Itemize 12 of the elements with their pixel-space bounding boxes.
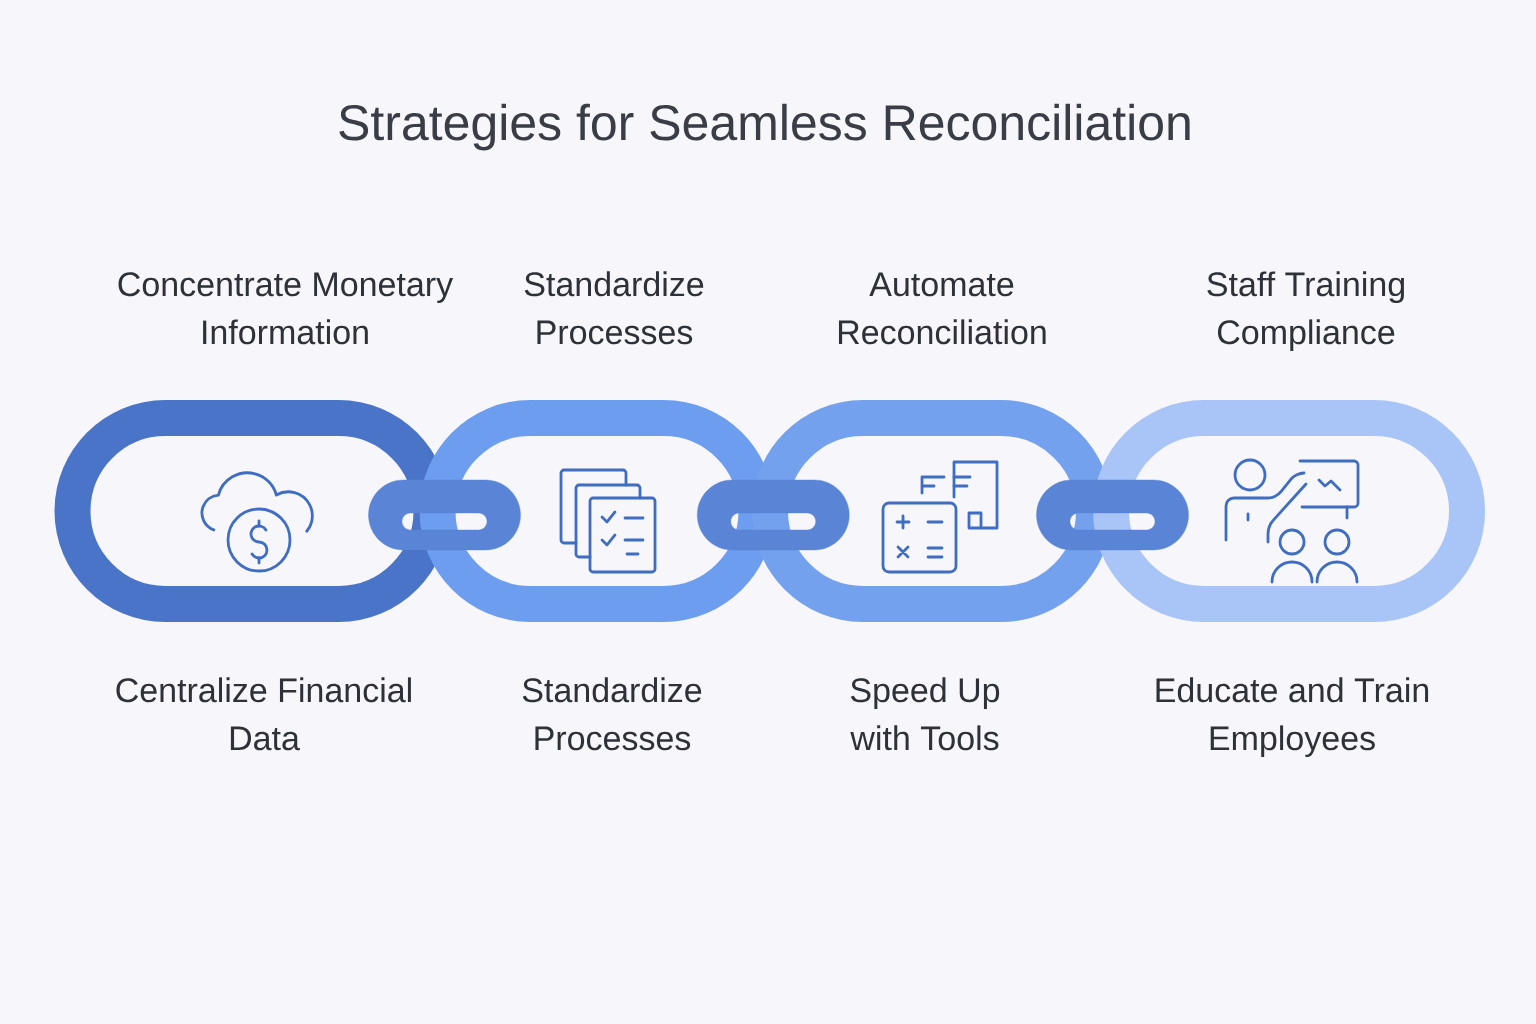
heading: Staff Training Compliance (1207, 271, 1404, 352)
heading: Standardize Processes (524, 271, 704, 345)
heading: Automate Reconciliation (838, 272, 1046, 345)
heading: Concentrate Monetary Information (118, 272, 454, 345)
label: Standardize Processes (522, 677, 702, 751)
small-chain-link (368, 479, 521, 551)
label: Speed Up with Tools (850, 677, 1000, 751)
title: Strategies for Seamless Reconciliation (339, 103, 1190, 151)
small-chain-link (1036, 479, 1189, 551)
small-chain-link (697, 479, 850, 551)
label: Educate and Train Employees (1156, 677, 1429, 758)
label: Centralize Financial Data (116, 677, 411, 751)
